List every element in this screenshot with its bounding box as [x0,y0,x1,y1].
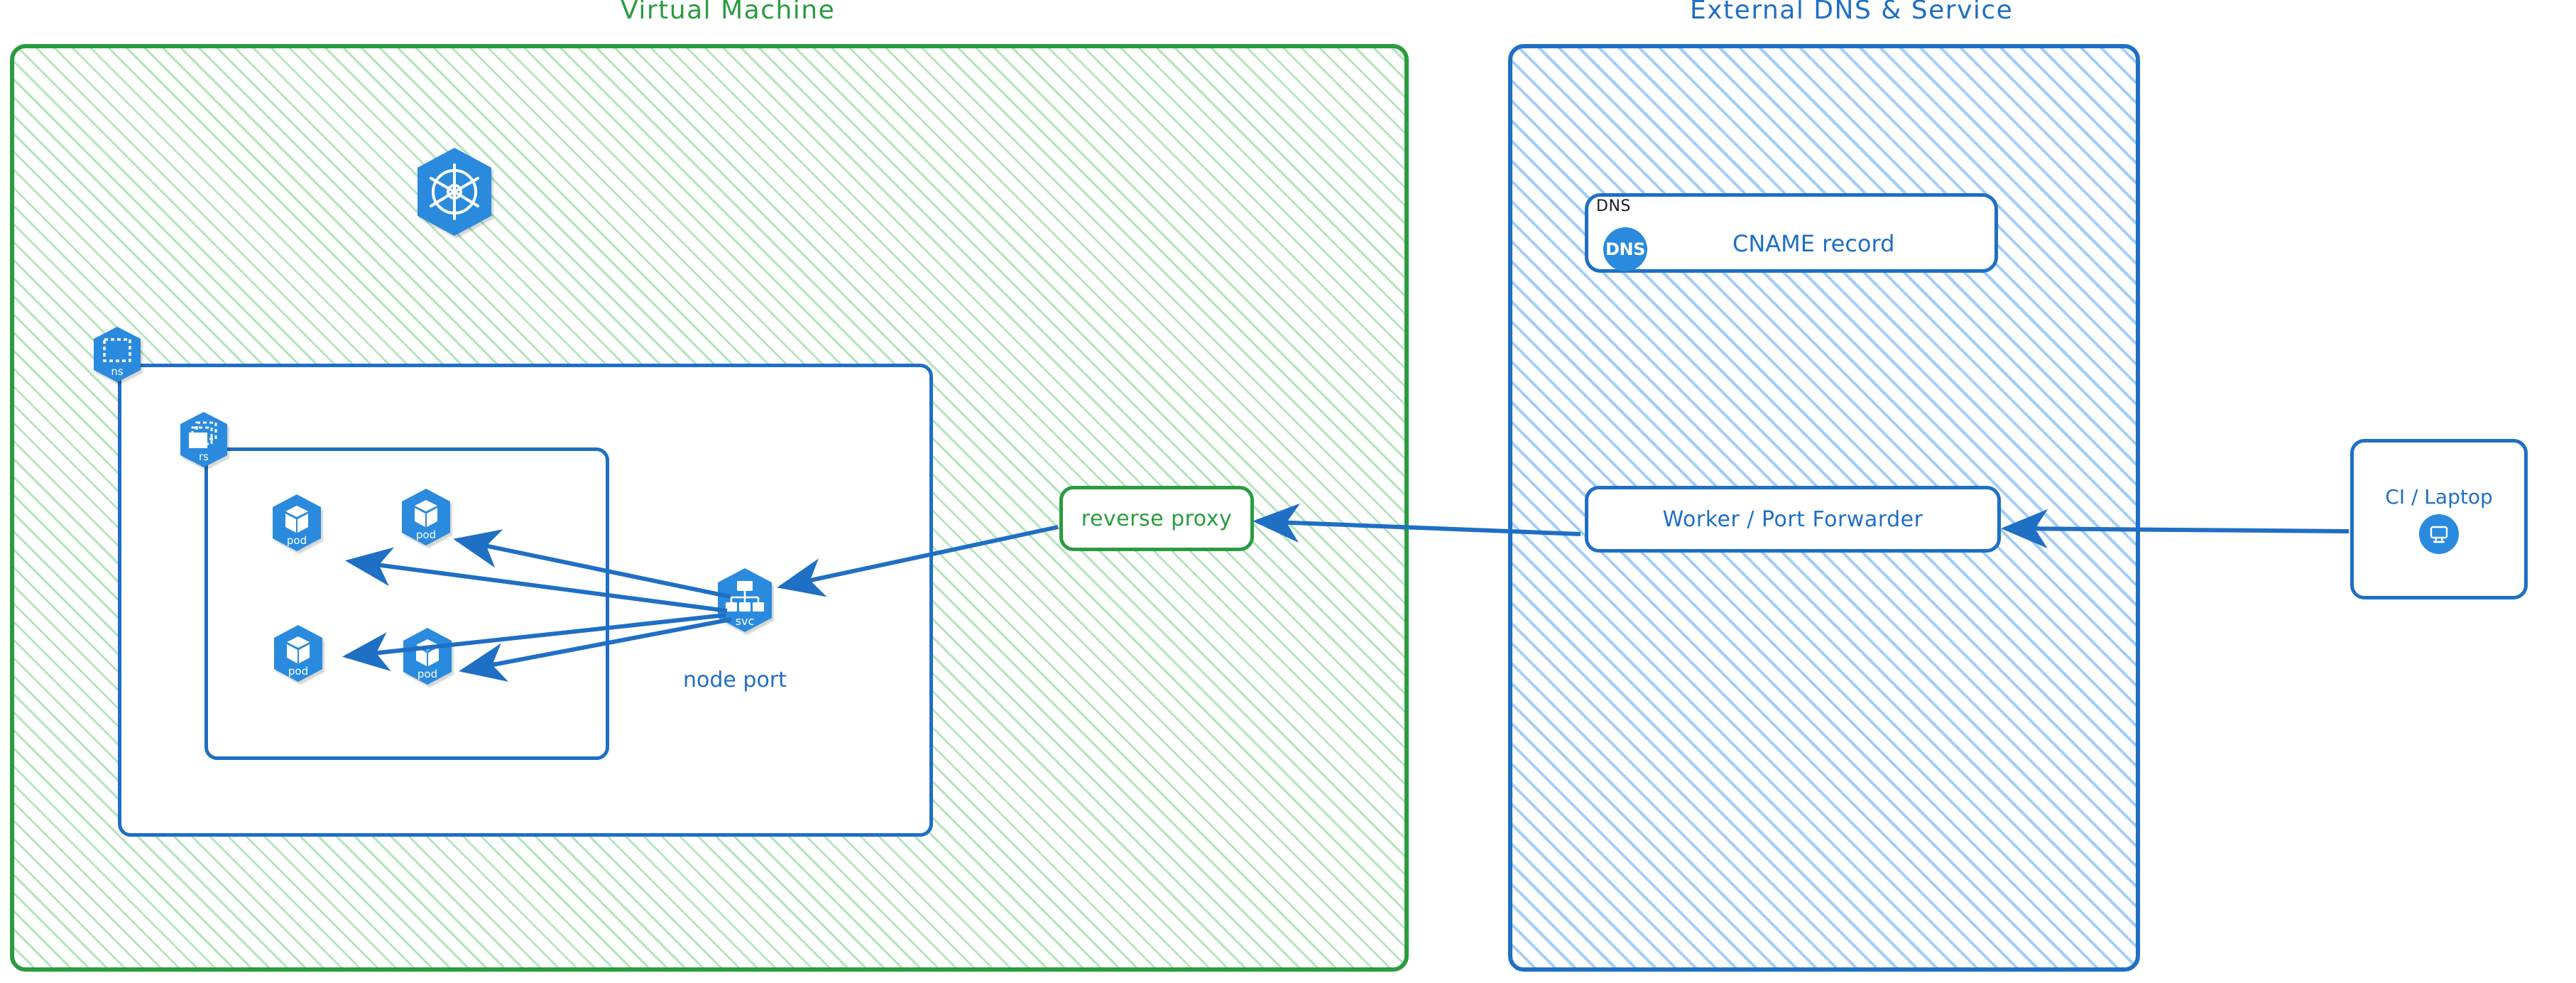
replicaset-badge[interactable]: rs [178,411,230,469]
worker-label: Worker / Port Forwarder [1662,506,1923,532]
ci-laptop-label: CI / Laptop [2385,484,2493,509]
ci-laptop-node[interactable]: CI / Laptop [2350,439,2528,599]
kubernetes-wheel-logo [413,146,496,237]
svg-text:rs: rs [199,450,209,463]
reverse-proxy-node[interactable]: reverse proxy [1059,486,1254,551]
node-port-caption: node port [683,668,787,693]
pod-badge-4[interactable]: pod [400,626,454,686]
svg-text:pod: pod [416,528,436,541]
pod-badge-2[interactable]: pod [399,487,453,547]
pod-badge-3[interactable]: pod [271,624,325,683]
svg-text:pod: pod [417,668,437,680]
namespace-badge[interactable]: ns [91,325,143,384]
reverse-proxy-label: reverse proxy [1081,506,1233,531]
vm-group-title: Virtual Machine [621,0,836,25]
dns-card[interactable] [1585,193,1998,273]
dns-badge-text: DNS [1605,239,1645,259]
external-group-title: External DNS & Service [1690,0,2014,25]
svg-text:ns: ns [111,365,124,378]
svg-text:svc: svc [736,614,755,628]
dns-card-tag: DNS [1596,197,1631,215]
cname-record-label: CNAME record [1732,230,1895,257]
desktop-monitor-icon [2419,514,2459,554]
dns-badge-icon: DNS [1603,227,1647,271]
pod-badge-1[interactable]: pod [270,493,324,553]
service-badge[interactable]: svc [714,567,775,634]
worker-port-forwarder-node[interactable]: Worker / Port Forwarder [1585,486,2001,553]
svg-text:pod: pod [288,665,308,678]
svg-text:pod: pod [287,534,307,547]
